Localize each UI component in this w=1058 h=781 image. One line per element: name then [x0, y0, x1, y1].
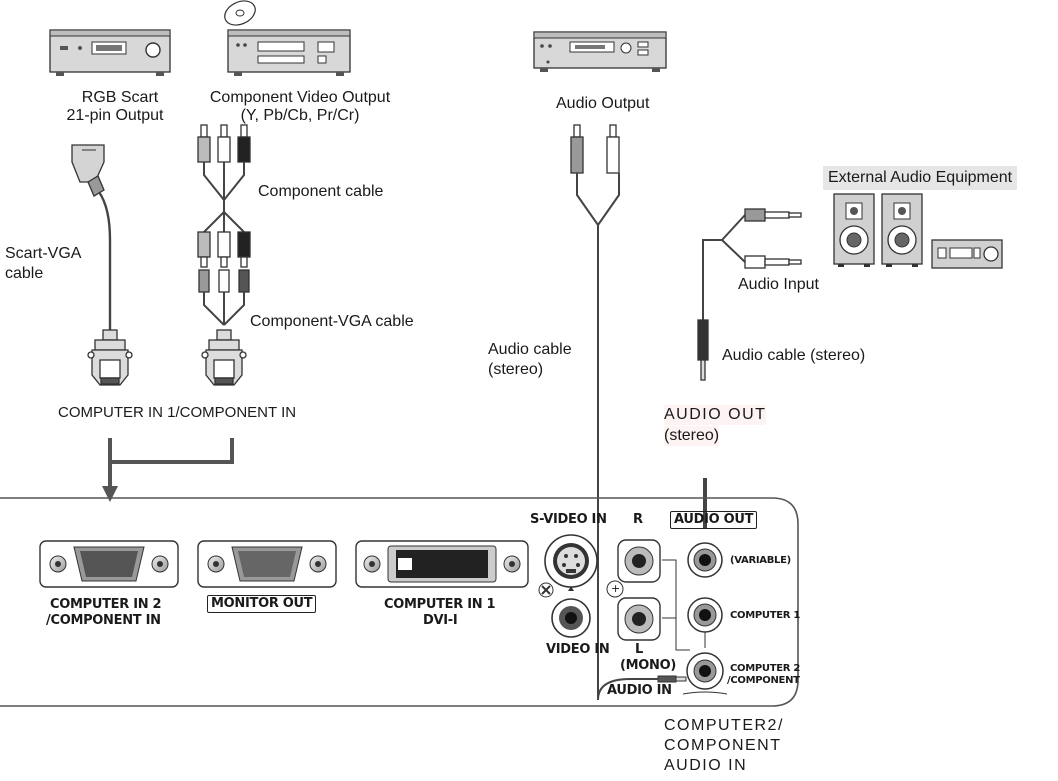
component-cable-label: Component cable: [258, 183, 384, 200]
computer-in1-label: COMPUTER IN 1: [384, 597, 496, 612]
audio-input-label: Audio Input: [738, 276, 819, 293]
computer2-audio-in-label: COMPUTER2/: [664, 717, 784, 734]
audio-cable-label-2: (stereo): [488, 361, 544, 378]
merge-arrow-icon: [108, 438, 234, 488]
dvi-i-label: DVI-I: [423, 613, 458, 628]
dvd-player-icon: [224, 0, 351, 76]
mini-plug-icon: [657, 675, 677, 683]
projector-panel: [0, 497, 799, 707]
rgb-scart-label-2: 21-pin Output: [66, 107, 164, 124]
computer-in1-component-in-label: COMPUTER IN 1/COMPONENT IN: [58, 404, 297, 421]
computer2-audio-in-label-2: COMPONENT: [664, 737, 782, 754]
stereo-audio-cable-label: Audio cable (stereo): [722, 347, 866, 364]
component-video-label: Component Video Output: [209, 89, 391, 106]
component-label: /COMPONENT: [727, 675, 800, 686]
monitor-out-label: MONITOR OUT: [207, 595, 317, 613]
svideo-in-label: S-VIDEO IN: [530, 512, 607, 527]
speaker-left-icon: [833, 193, 875, 267]
scart-vga-cable-label-2: cable: [5, 265, 44, 282]
computer2-audio-in-label-3: AUDIO IN: [664, 757, 748, 774]
video-in-label: VIDEO IN: [546, 642, 610, 657]
audio-out-variable-port-icon: [687, 542, 723, 578]
external-audio-label: External Audio Equipment: [823, 166, 1018, 190]
computer-in2-port-icon: [39, 540, 179, 588]
component-vga-cable-label: Component-VGA cable: [250, 313, 414, 330]
plus-icon: [606, 580, 624, 598]
audio-cable-label: Audio cable: [488, 341, 572, 358]
scart-vga-cable-label: Scart-VGA: [5, 245, 82, 262]
audio-in-l-port-icon: [617, 597, 661, 641]
component-video-label-2: (Y, Pb/Cb, Pr/Cr): [240, 107, 360, 124]
component-in-label: /COMPONENT IN: [46, 613, 161, 628]
rgb-scart-device-icon: [49, 29, 171, 76]
audio-in-r-port-icon: [617, 539, 661, 583]
computer1-audio-port-icon: [687, 597, 723, 633]
component-cable-icon: [197, 124, 251, 326]
audio-output-label: Audio Output: [556, 95, 650, 112]
l-label: L: [635, 642, 643, 657]
audio-out-label: AUDIO OUT: [664, 405, 767, 425]
computer1-label: COMPUTER 1: [730, 610, 801, 621]
audio-cable-icon: [570, 124, 620, 700]
computer2-label: COMPUTER 2: [730, 663, 801, 674]
computer-in2-label: COMPUTER IN 2: [50, 597, 162, 612]
r-label: R: [633, 512, 643, 527]
stereo-audio-cable-icon: [697, 208, 802, 381]
amplifier-icon: [931, 239, 1003, 269]
svideo-port-icon: [538, 534, 598, 598]
audio-out-label-2: (stereo): [664, 426, 720, 446]
speaker-right-icon: [881, 193, 923, 267]
rgb-scart-label: RGB Scart: [81, 89, 159, 106]
panel-audio-in-label: AUDIO IN: [607, 683, 672, 698]
panel-audio-out-label: AUDIO OUT: [670, 511, 758, 529]
variable-label: (VARIABLE): [730, 555, 791, 566]
video-in-port-icon: [551, 598, 591, 638]
arrow-head-icon: [102, 486, 118, 502]
plus-label: +: [611, 582, 620, 595]
computer2-audio-port-icon: [686, 652, 724, 690]
scart-vga-cable-icon: [71, 144, 112, 336]
dvi-port-icon: [355, 540, 529, 588]
audio-output-device-icon: [533, 31, 667, 72]
mono-label: (MONO): [620, 658, 677, 673]
monitor-out-port-icon: [197, 540, 337, 588]
vga-plug-icon: [201, 329, 247, 386]
vga-plug-icon: [87, 329, 133, 386]
